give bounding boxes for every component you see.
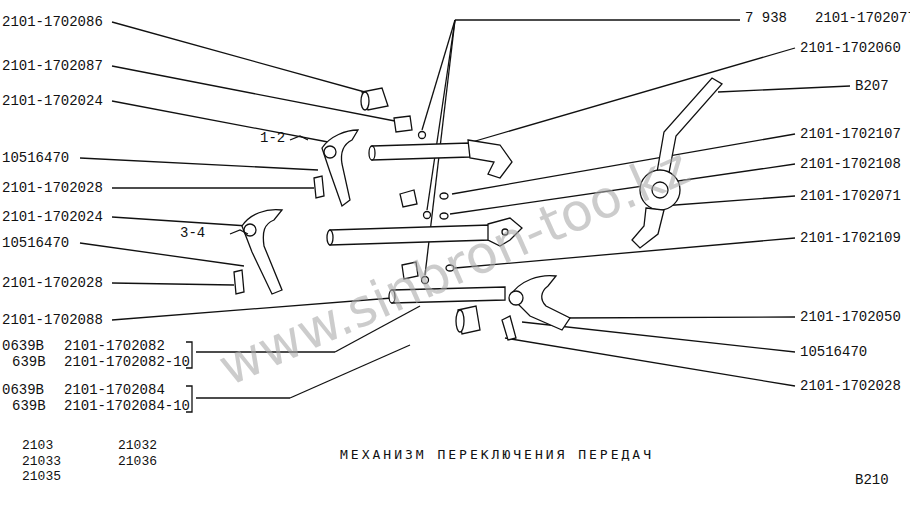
- part-number: 10516470: [2, 150, 69, 166]
- part-number: 2101-1702086: [2, 14, 103, 30]
- part-number: 3-4: [180, 225, 205, 241]
- leader-lines: [80, 20, 850, 398]
- part-number: 2101-1702084-10: [64, 398, 190, 414]
- part-number: 7 938: [745, 10, 787, 26]
- model-number: 2103: [22, 438, 53, 454]
- part-number: 639В: [12, 398, 46, 414]
- part-number: 10516470: [800, 344, 867, 360]
- part-number: 2101-1702071: [800, 188, 901, 204]
- part-number: 2101-1702050: [800, 309, 901, 325]
- part-number: 2101-1702109: [800, 230, 901, 246]
- part-number: 10516470: [2, 235, 69, 251]
- model-number: 21035: [22, 469, 61, 485]
- part-number: 2101-1702082-10: [64, 354, 190, 370]
- part-number: 1-2: [260, 130, 285, 146]
- model-number: 21036: [118, 454, 157, 470]
- part-number: 2101-1702024: [2, 209, 103, 225]
- diagram-title: МЕХАНИЗМ ПЕРЕКЛЮЧЕНИЯ ПЕРЕДАЧ: [340, 447, 654, 462]
- part-number: 2101-1702088: [2, 312, 103, 328]
- part-number: 2101-1702028: [800, 378, 901, 394]
- part-number: 2101-1702087: [2, 58, 103, 74]
- part-number: 2101-1702028: [2, 275, 103, 291]
- part-number: 639В: [12, 354, 46, 370]
- part-number: 2101-1702084: [64, 382, 165, 398]
- part-number: 2101-1702082: [64, 338, 165, 354]
- model-number: 21033: [22, 454, 61, 470]
- part-number: 0639В: [2, 338, 44, 354]
- part-number: В207: [855, 78, 889, 94]
- part-number: В210: [855, 472, 889, 488]
- part-number: 2101-1702028: [2, 180, 103, 196]
- part-number: 2101-1702060: [800, 40, 901, 56]
- part-number: 0639В: [2, 382, 44, 398]
- part-number: 2101-1702108: [800, 156, 901, 172]
- model-number: 21032: [118, 438, 157, 454]
- part-number: 2101-1702024: [2, 93, 103, 109]
- part-number: 2101-1702077: [815, 10, 910, 26]
- part-number: 2101-1702107: [800, 126, 901, 142]
